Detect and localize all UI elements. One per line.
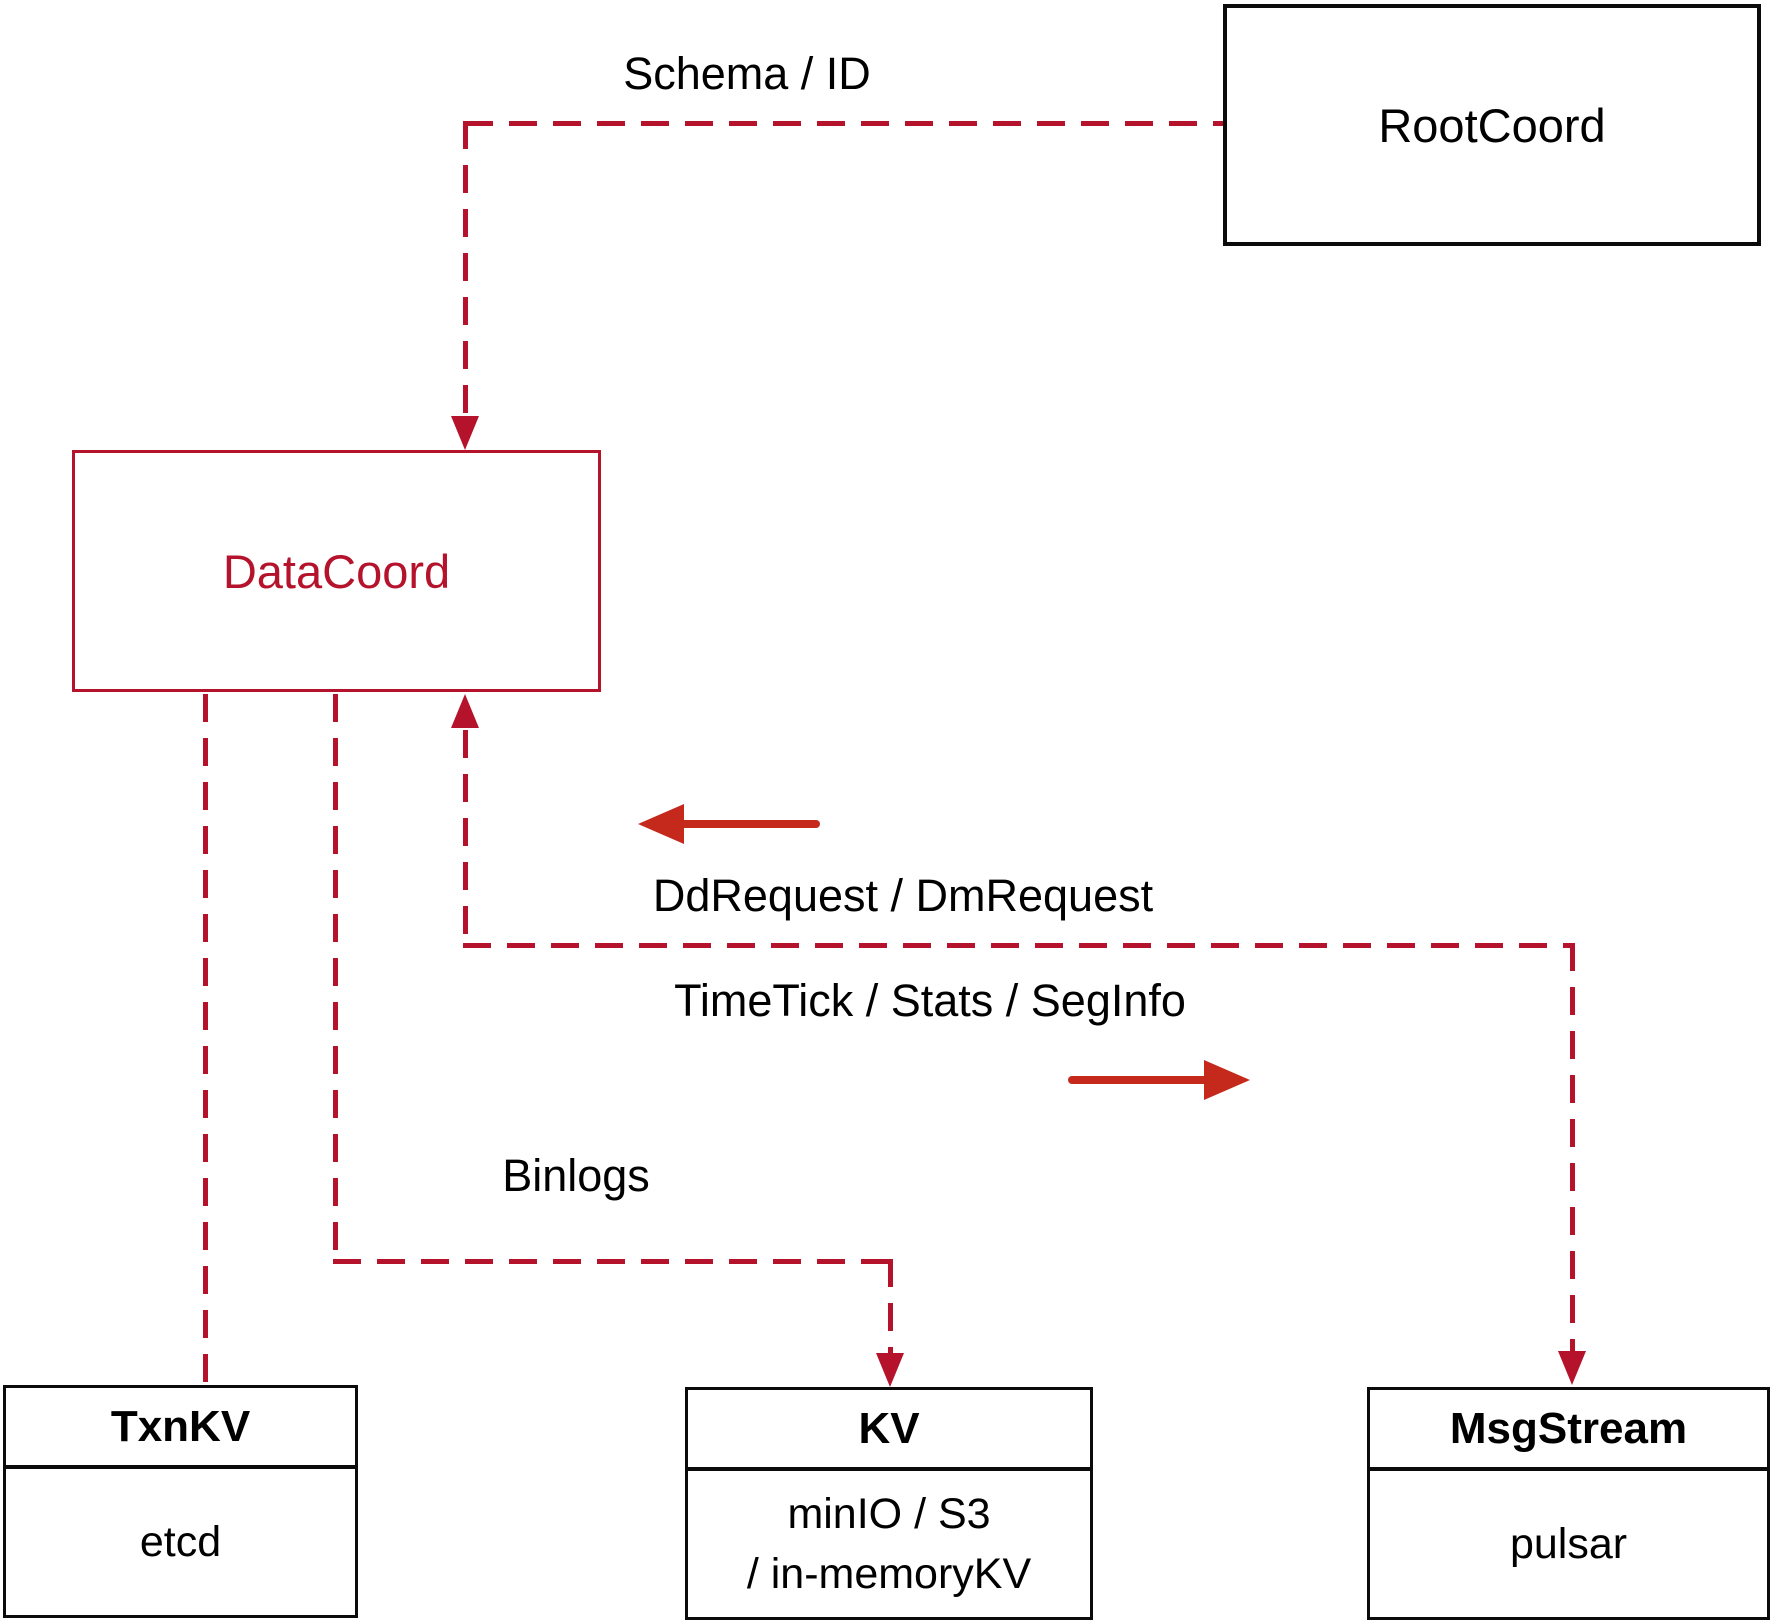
kv-body-line2: / in-memoryKV [746,1550,1032,1598]
edge-datacoord-to-txnkv-vline [203,694,208,1385]
edge-binlogs-vline-upper [333,694,338,1264]
datacoord-node: DataCoord [72,450,601,692]
edge-loop-vline-left [463,730,468,948]
edge-loop-vline-right [1570,943,1575,1351]
timetick-stats-seginfo-label: TimeTick / Stats / SegInfo [674,975,1186,1026]
binlogs-label: Binlogs [502,1150,650,1201]
msgstream-body-text: pulsar [1509,1520,1628,1568]
msgstream-header: MsgStream [1370,1390,1767,1471]
txnkv-table: TxnKV etcd [3,1385,358,1618]
arrowhead-down-into-kv-icon [876,1353,904,1387]
arrowhead-down-into-msgstream-icon [1558,1351,1586,1385]
msgstream-table: MsgStream pulsar [1367,1387,1770,1620]
edge-binlogs-vline-lower [888,1259,893,1353]
edge-rootcoord-to-datacoord-hline [465,121,1223,126]
right-direction-arrow-icon [1204,1060,1250,1100]
kv-table: KV minIO / S3 / in-memoryKV [685,1387,1093,1620]
arrowhead-up-into-datacoord-icon [451,694,479,728]
txnkv-body: etcd [6,1469,355,1615]
rootcoord-label: RootCoord [1378,98,1606,152]
txnkv-body-text: etcd [139,1518,222,1566]
kv-header: KV [688,1390,1090,1471]
left-direction-arrow-icon [638,804,684,844]
msgstream-body: pulsar [1370,1471,1767,1617]
right-direction-arrow-shaft [1068,1076,1208,1084]
rootcoord-node: RootCoord [1223,4,1761,246]
edge-rootcoord-to-datacoord-vline [463,121,468,417]
kv-body-line1: minIO / S3 [787,1490,991,1538]
schema-id-label: Schema / ID [623,48,871,99]
arrowhead-down-into-datacoord-icon [451,416,479,450]
left-direction-arrow-shaft [676,820,820,828]
kv-body: minIO / S3 / in-memoryKV [688,1471,1090,1617]
edge-loop-hline [463,943,1575,948]
datacoord-label: DataCoord [222,544,451,598]
txnkv-header: TxnKV [6,1388,355,1469]
ddrequest-dmrequest-label: DdRequest / DmRequest [652,870,1154,921]
edge-binlogs-hline [333,1259,891,1264]
